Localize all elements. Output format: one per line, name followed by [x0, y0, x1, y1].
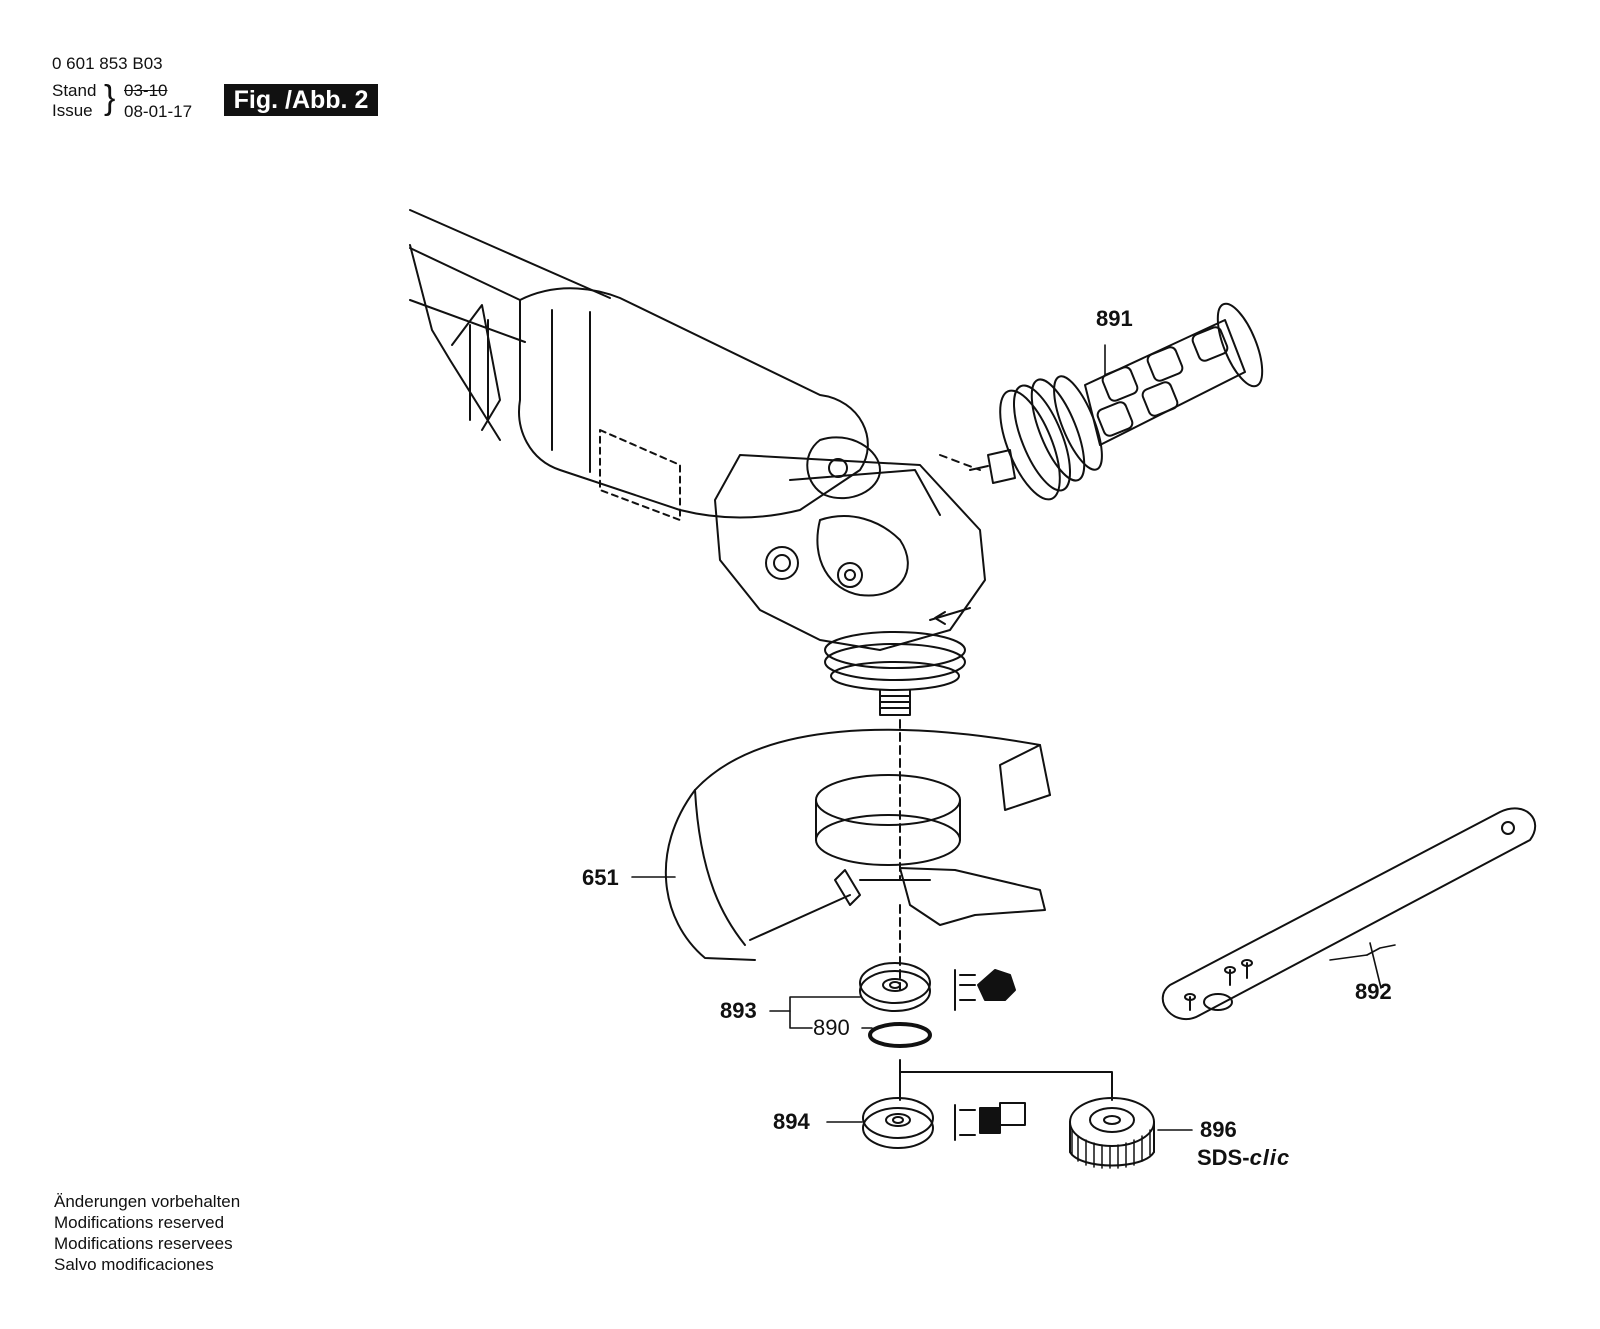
callout-891: 891 [1096, 306, 1133, 331]
callout-894: 894 [773, 1109, 810, 1134]
note-line: Modifications reservees [54, 1234, 233, 1253]
quick-clamping-nut-drawing [1069, 1097, 1155, 1169]
o-ring-drawing [868, 1022, 932, 1048]
mounting-flange-drawing [859, 962, 1016, 1012]
part-number: 0 601 853 B03 [52, 54, 163, 73]
note-line: Modifications reserved [54, 1213, 225, 1232]
sds-clic-logo: SDS-clic [1197, 1145, 1290, 1171]
sds-suffix: clic [1249, 1145, 1291, 1170]
callout-651: 651 [582, 865, 619, 890]
auxiliary-handle-drawing [969, 302, 1264, 501]
wheel-guard-drawing [664, 728, 1051, 961]
figure-label: Fig. /Abb. 2 [224, 84, 378, 116]
issue-value: 08-01-17 [124, 102, 193, 121]
callout-892: 892 [1355, 979, 1392, 1004]
pin-wrench-drawing [1161, 807, 1537, 1021]
grinder-body-drawing [409, 209, 986, 716]
callout-896: 896 [1200, 1117, 1237, 1142]
clamping-nut-drawing [862, 1097, 1026, 1149]
callout-893: 893 [720, 998, 757, 1023]
callout-leaders [631, 344, 1396, 1131]
note-line: Salvo modificaciones [54, 1255, 214, 1274]
sds-prefix: SDS- [1197, 1145, 1250, 1170]
stand-label: Stand [52, 81, 97, 100]
callout-890: 890 [813, 1015, 850, 1040]
stand-value: 03-10 [124, 81, 168, 100]
brace-glyph: } [104, 79, 116, 117]
note-line: Änderungen vorbehalten [54, 1192, 241, 1211]
issue-label: Issue [52, 101, 93, 120]
modification-notes: Änderungen vorbehalten Modifications res… [54, 1191, 240, 1275]
